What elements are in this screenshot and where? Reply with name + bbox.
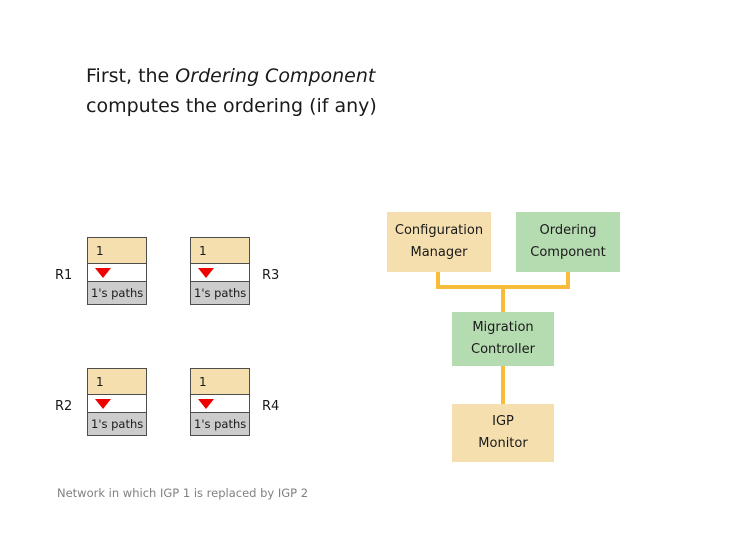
page-title: First, the Ordering Component computes t… [86,61,516,121]
router-paths-label: 1's paths [191,282,249,304]
box-label-line-2: Component [530,245,606,260]
box-label-line-1: Migration [472,320,534,335]
router-label-r2: R2 [55,399,73,414]
architecture-box-ordering-component[interactable]: Ordering Component [516,212,620,272]
router-paths-label: 1's paths [88,282,146,304]
connector-ordering-component-vertical [566,272,570,289]
box-label-line-1: Configuration [394,223,484,238]
connector-bus-to-migration-controller [501,285,505,312]
box-label-line-2: Manager [410,245,468,260]
architecture-box-configuration-manager[interactable]: Configuration Manager [387,212,491,272]
title-emphasis: Ordering Component [175,65,376,87]
router-box-r2: 1 1's paths [87,368,147,436]
architecture-box-migration-controller[interactable]: Migration Controller [452,312,554,366]
router-marker-band [191,264,249,282]
architecture-box-igp-monitor[interactable]: IGP Monitor [452,404,554,462]
title-line-2: computes the ordering (if any) [86,95,377,117]
figure-caption: Network in which IGP 1 is replaced by IG… [57,486,309,500]
box-label-line-2: Controller [471,342,535,357]
down-triangle-icon [198,268,214,278]
box-label-line-2: Monitor [478,436,528,451]
router-marker-band [88,264,146,282]
router-label-r4: R4 [262,399,280,414]
down-triangle-icon [198,399,214,409]
router-box-r4: 1 1's paths [190,368,250,436]
router-igp-version: 1 [88,238,146,264]
connector-config-manager-vertical [436,272,440,289]
router-marker-band [88,395,146,413]
router-igp-version: 1 [191,238,249,264]
down-triangle-icon [95,399,111,409]
router-label-r1: R1 [55,268,73,283]
router-box-r3: 1 1's paths [190,237,250,305]
router-label-r3: R3 [262,268,280,283]
router-igp-version: 1 [191,369,249,395]
router-paths-label: 1's paths [88,413,146,435]
down-triangle-icon [95,268,111,278]
router-igp-version: 1 [88,369,146,395]
box-label-line-1: Ordering [539,223,597,238]
router-box-r1: 1 1's paths [87,237,147,305]
router-marker-band [191,395,249,413]
connector-migration-controller-to-igp-monitor [501,366,505,404]
box-label-line-1: IGP [492,414,514,429]
router-paths-label: 1's paths [191,413,249,435]
title-prefix: First, the [86,65,176,87]
